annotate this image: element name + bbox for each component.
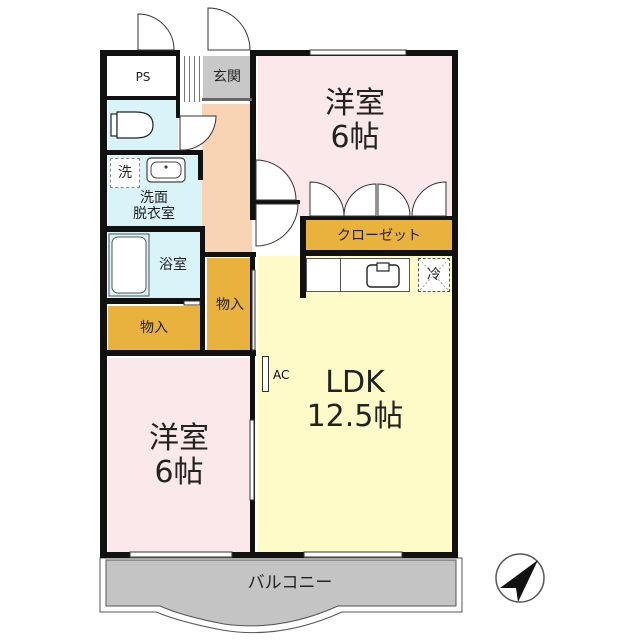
bathroom-label: 浴室: [159, 256, 187, 273]
wall-ps-bottom: [100, 96, 180, 100]
bedroom-south-name: 洋室: [149, 420, 209, 456]
ldk-name: LDK: [325, 364, 385, 400]
ac-label: AC: [273, 368, 290, 382]
wall-closet-top: [300, 216, 458, 220]
genkan-label: 玄関: [213, 68, 241, 85]
wall-outer-bottom-mid: [232, 552, 304, 558]
washer-space: 洗: [110, 158, 140, 188]
wall-bedroom-north-left: [250, 50, 256, 220]
toilet-icon: [110, 111, 154, 139]
wall-storage-top: [200, 252, 256, 257]
bedroom-south-size: 6帖: [154, 455, 204, 490]
washroom-label: 洗面 脱衣室: [133, 189, 175, 222]
wall-storage-bottom: [100, 350, 256, 356]
ps-room: PS: [108, 60, 178, 96]
entrance-step: [180, 56, 202, 102]
closet-label: クローゼット: [337, 227, 421, 244]
washer-mark: 洗: [118, 164, 132, 181]
kitchen-sink-icon: [366, 262, 400, 288]
closet: クローゼット: [306, 220, 452, 252]
wall-outer-bottom-right: [402, 552, 458, 558]
wall-kitchen-left: [300, 216, 306, 298]
storage-center-label: 物入: [216, 296, 244, 313]
wall-toilet-bottom: [100, 150, 202, 155]
ldk-size: 12.5帖: [306, 399, 404, 434]
wall-washroom-bottom: [100, 226, 204, 232]
wall-hall-top: [250, 200, 300, 204]
sink-icon: [146, 157, 186, 183]
wall-toilet-right-a: [176, 100, 180, 118]
ac-unit: [262, 356, 269, 392]
wall-ps-right: [176, 50, 180, 100]
wall-closet-bottom: [300, 250, 458, 256]
wall-washroom-right: [198, 150, 203, 180]
fridge-mark: 冷: [427, 266, 441, 283]
counter-divider: [340, 258, 341, 292]
wall-outer-top-left: [100, 50, 180, 56]
ldk: LDK 12.5帖: [258, 256, 452, 554]
fridge-space: 冷: [418, 258, 450, 292]
wall-outer-bottom-left: [100, 552, 130, 558]
bathtub-icon: [108, 233, 150, 297]
wall-bath-right: [200, 226, 205, 356]
north-arrow-icon: [495, 553, 545, 603]
ps-label: PS: [135, 70, 151, 85]
wall-genkan-step: [202, 98, 252, 101]
bedroom-north-size: 6帖: [330, 120, 380, 155]
genkan: 玄関: [203, 56, 251, 98]
bedroom-north-name: 洋室: [325, 85, 385, 121]
storage-center: 物入: [207, 258, 253, 352]
wall-bath-bottom: [100, 298, 204, 304]
storage-left: 物入: [108, 306, 200, 350]
bedroom-south: 洋室 6帖: [108, 358, 250, 554]
balcony: バルコニー: [160, 564, 420, 604]
balcony-label: バルコニー: [247, 573, 333, 594]
wall-outer-right: [452, 50, 458, 556]
storage-left-label: 物入: [140, 319, 168, 336]
